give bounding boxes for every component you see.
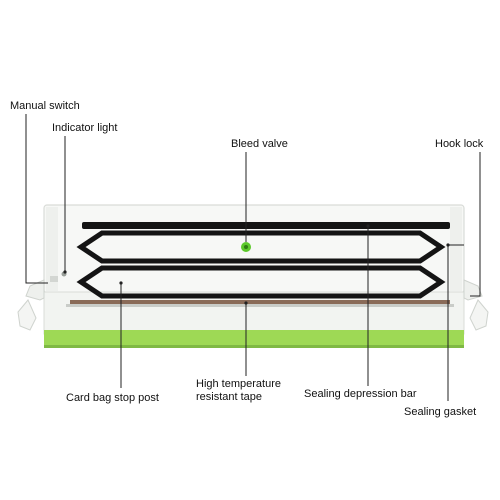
sealing-gasket-lower xyxy=(76,265,446,299)
label-manual-switch: Manual switch xyxy=(10,100,80,112)
base-front xyxy=(43,291,465,335)
leader-manual-switch xyxy=(25,114,48,284)
bleed-valve-center xyxy=(244,245,248,249)
right-hook-tab xyxy=(469,299,489,331)
label-card-bag-stop-post: Card bag stop post xyxy=(66,392,159,404)
label-bleed-valve: Bleed valve xyxy=(231,138,288,150)
left-hook-tab xyxy=(17,299,37,331)
label-high-temp-tape-line2: resistant tape xyxy=(196,391,263,403)
leader-lines xyxy=(25,114,481,401)
label-indicator-light: Indicator light xyxy=(52,122,118,134)
sealing-gasket-upper xyxy=(76,230,446,264)
label-hook-lock: Hook lock xyxy=(435,138,484,150)
manual-switch-shape xyxy=(50,276,58,282)
lid-panel xyxy=(43,204,465,294)
base-green-strip xyxy=(44,330,464,346)
label-sealing-gasket: Sealing gasket xyxy=(404,406,477,418)
tape-slot xyxy=(66,304,454,307)
base-shadow xyxy=(44,345,464,348)
label-high-temp-tape: High temperature resistant tape xyxy=(196,378,281,404)
label-sealing-depression-bar: Sealing depression bar xyxy=(304,388,417,400)
lid-right-end xyxy=(450,207,462,291)
leader-endpoints xyxy=(63,224,450,305)
left-hook-lock xyxy=(25,279,45,301)
high-temperature-tape xyxy=(70,300,450,305)
lid-left-end xyxy=(46,207,58,291)
label-high-temp-tape-line1: High temperature xyxy=(196,378,281,390)
right-hook-lock xyxy=(463,279,483,301)
leader-hook-lock xyxy=(470,152,481,297)
sealing-depression-bar-shape xyxy=(82,222,450,229)
